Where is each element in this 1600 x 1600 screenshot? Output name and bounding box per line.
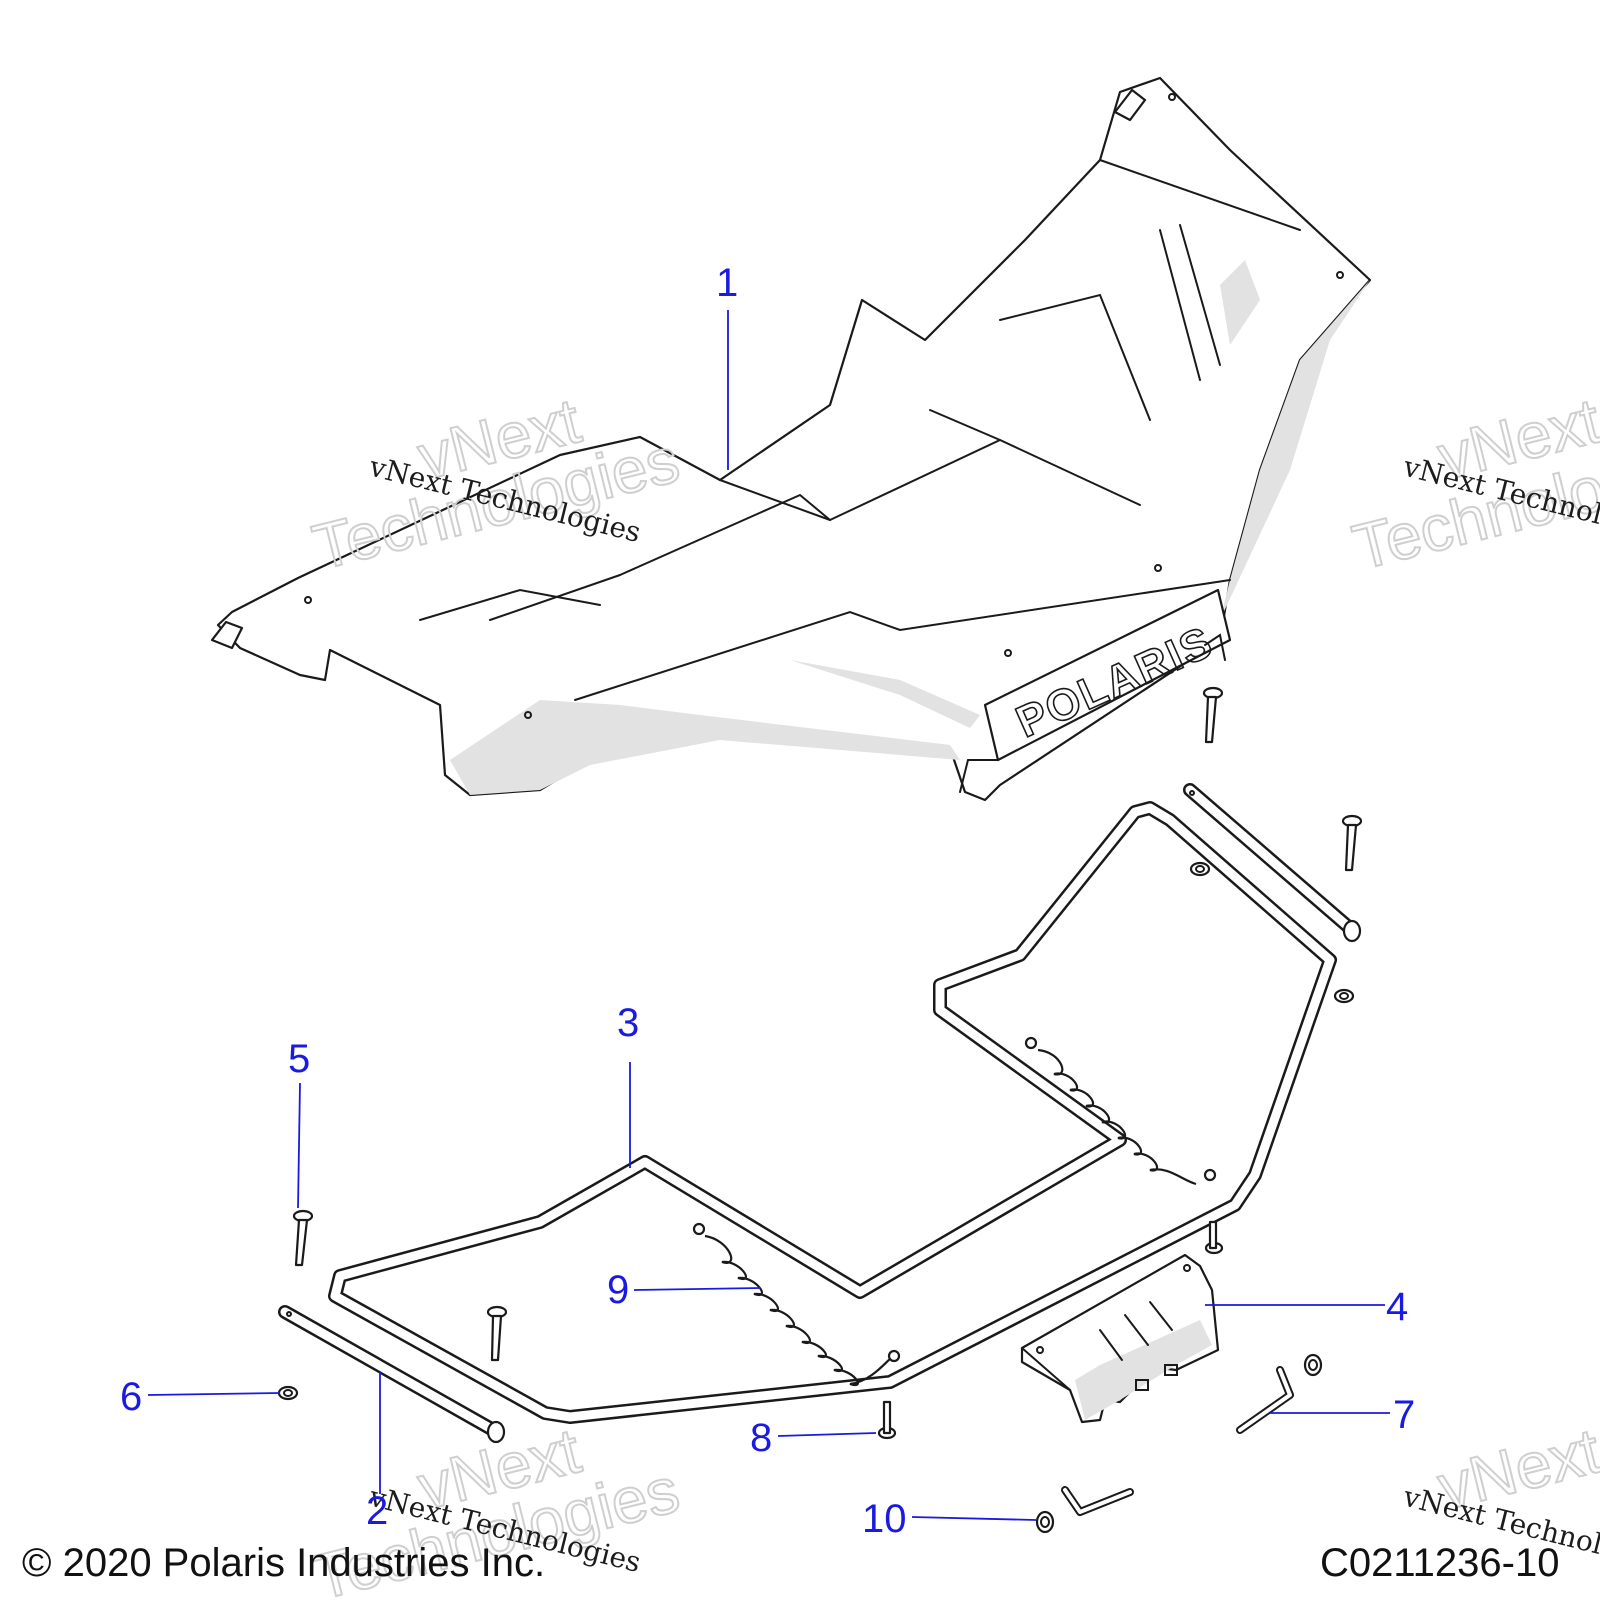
leader-lines bbox=[147, 310, 1390, 1521]
rack-frame-part-3[interactable] bbox=[328, 801, 1337, 1424]
diagram-code: C0211236-10 bbox=[1320, 1541, 1559, 1585]
callout-5: 5 bbox=[288, 1037, 310, 1081]
callout-3: 3 bbox=[617, 1001, 639, 1045]
callout-6: 6 bbox=[120, 1375, 142, 1419]
bolt[interactable] bbox=[1204, 1220, 1224, 1255]
front-cab-part-1[interactable]: POLARIS bbox=[210, 76, 1372, 802]
callouts: 1 2 3 4 5 6 7 8 9 10 bbox=[120, 261, 1415, 1541]
spring[interactable] bbox=[1024, 1036, 1217, 1186]
pin-part-7[interactable] bbox=[1236, 1353, 1323, 1434]
bolt[interactable] bbox=[486, 1305, 508, 1362]
callout-1: 1 bbox=[716, 261, 738, 305]
callout-8: 8 bbox=[750, 1416, 772, 1460]
bolt-part-5[interactable] bbox=[292, 1209, 314, 1267]
bolt[interactable] bbox=[1202, 686, 1224, 744]
grommet-part-6[interactable] bbox=[277, 1385, 299, 1401]
cross-tube-part-2[interactable] bbox=[278, 1305, 506, 1444]
grommet[interactable] bbox=[1189, 861, 1211, 877]
callout-2: 2 bbox=[366, 1489, 388, 1533]
copyright-text: © 2020 Polaris Industries Inc. bbox=[22, 1541, 545, 1585]
callout-10: 10 bbox=[862, 1497, 907, 1541]
bolt[interactable] bbox=[1341, 814, 1363, 872]
grommet[interactable] bbox=[1333, 988, 1355, 1004]
callout-9: 9 bbox=[607, 1268, 629, 1312]
pin-part-10[interactable] bbox=[1035, 1486, 1134, 1534]
bolt-part-8[interactable] bbox=[877, 1400, 897, 1440]
callout-7: 7 bbox=[1393, 1393, 1415, 1437]
cross-tube-upper[interactable] bbox=[1183, 783, 1362, 943]
callout-4: 4 bbox=[1386, 1285, 1408, 1329]
spring-part-9[interactable] bbox=[692, 1222, 901, 1387]
bracket-part-4[interactable] bbox=[1020, 1253, 1220, 1424]
